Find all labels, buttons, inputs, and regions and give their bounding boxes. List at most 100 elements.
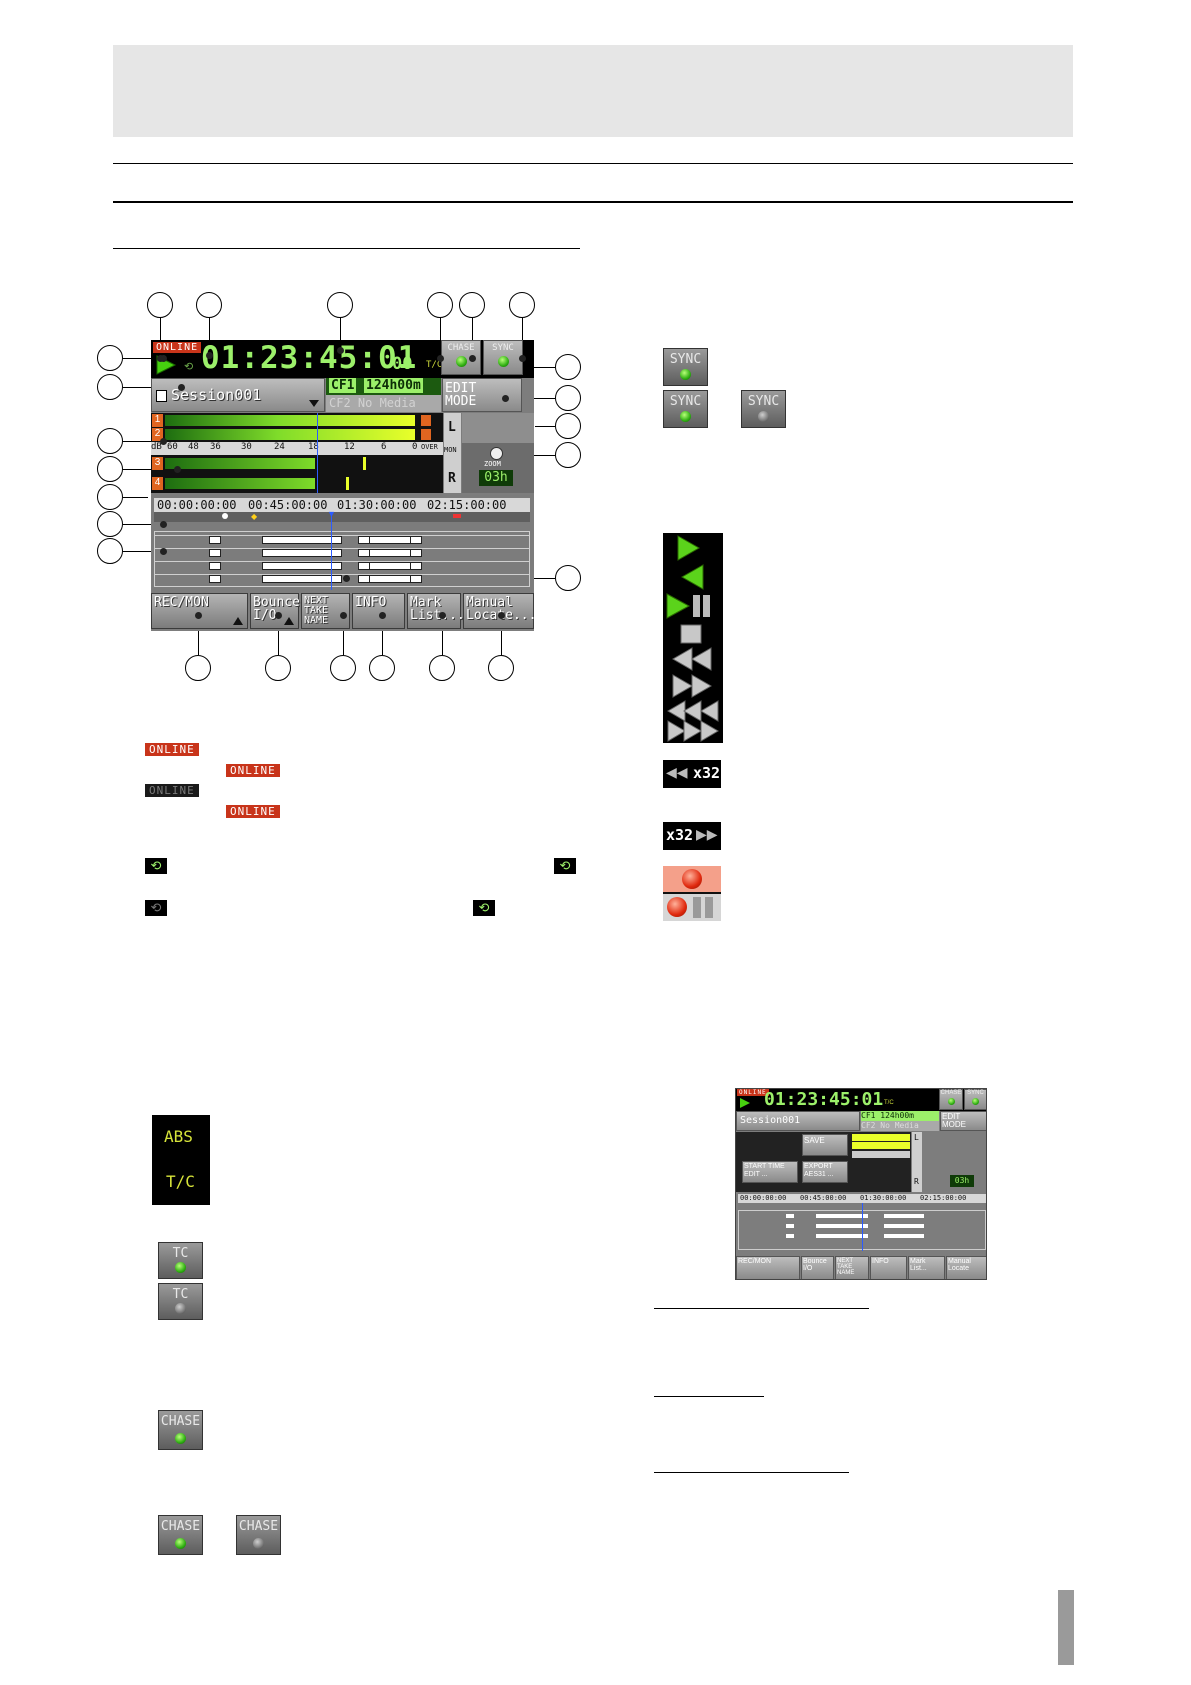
next-take-name-button[interactable]: NEXT TAKE NAME xyxy=(301,593,350,629)
mark-list-button[interactable]: Mark List... xyxy=(407,593,465,629)
rec-mon-button[interactable]: REC/MON xyxy=(151,593,248,629)
tc-mode-label: T/C xyxy=(426,360,443,370)
clip xyxy=(816,1224,868,1228)
mini-start-time-edit-button[interactable]: START TIME EDIT ... xyxy=(742,1161,798,1183)
edit-mode-line1: EDIT xyxy=(445,381,477,396)
pointer-dot xyxy=(174,466,181,473)
scale-6: 6 xyxy=(381,442,387,452)
mini-sync-button[interactable]: SYNC xyxy=(964,1089,986,1110)
callout-20 xyxy=(265,655,291,681)
repeat-on-icon: ⟲ xyxy=(554,858,576,874)
mini-save-button[interactable]: SAVE xyxy=(802,1134,848,1156)
led-on-icon xyxy=(174,1538,186,1549)
track-number-4: 4 xyxy=(152,477,163,490)
softkey-label: TAKE xyxy=(304,605,329,616)
mini-session-selector[interactable]: Session001 xyxy=(736,1111,860,1131)
callout-10 xyxy=(97,456,123,482)
clip xyxy=(786,1224,794,1228)
callout-24 xyxy=(488,655,514,681)
leader xyxy=(123,551,163,552)
pointer-dot xyxy=(160,355,167,362)
pointer-dot xyxy=(379,612,386,619)
sync-label: SYNC xyxy=(747,394,780,409)
page-header-band xyxy=(113,45,1073,137)
repeat-on-icon: ⟲ xyxy=(145,858,167,874)
mini-time-3: 01:30:00:00 xyxy=(860,1194,907,1202)
start-time-line1: START TIME xyxy=(744,1163,785,1170)
subheading-rule-2 xyxy=(654,1396,764,1397)
manual-locate-button[interactable]: Manual Locate... xyxy=(463,593,534,629)
page-side-tab xyxy=(1058,1590,1074,1665)
mini-manual-locate-button[interactable]: Manual Locate xyxy=(946,1256,986,1279)
zoom-value: 03h xyxy=(479,470,513,486)
softkey-label: Manual Locate xyxy=(948,1258,971,1272)
pointer-dot xyxy=(519,355,526,362)
repeat-icon: ⟲ xyxy=(184,361,194,373)
chase-on-icon: CHASE xyxy=(158,1410,203,1450)
recorder-home-screen: ONLINE ⟲ 01:23:45:01 00 T/C CHASE SYNC S… xyxy=(151,340,534,631)
edit-mode-button[interactable]: EDIT MODE xyxy=(442,378,522,412)
led-on-icon xyxy=(947,1098,955,1105)
scale-over: OVER xyxy=(421,443,438,451)
zoom-control[interactable]: ZOOM 03h xyxy=(462,443,534,493)
pointer-dot xyxy=(437,355,444,362)
scale-12: 12 xyxy=(344,442,355,452)
scale-0: 0 xyxy=(412,442,418,452)
mini-chase-button[interactable]: CHASE xyxy=(939,1089,963,1110)
mini-next-take-button[interactable]: NEXT TAKE NAME xyxy=(835,1256,869,1279)
timeline-time-2: 00:45:00:00 xyxy=(248,498,328,512)
mon-label: MON xyxy=(444,446,457,454)
scale-18: 18 xyxy=(308,442,319,452)
peak-hold-3 xyxy=(363,457,366,470)
mini-info-button[interactable]: INFO xyxy=(870,1256,907,1279)
clip xyxy=(410,562,422,570)
right-channel-label: R xyxy=(448,471,456,486)
timeline-time-3: 01:30:00:00 xyxy=(337,498,417,512)
leader xyxy=(123,441,163,442)
cf1-label: CF1 xyxy=(329,378,357,393)
sync-button[interactable]: SYNC xyxy=(483,340,523,375)
pointer-dot xyxy=(337,347,344,354)
callout-13 xyxy=(97,538,123,564)
pointer-dot xyxy=(160,548,167,555)
chase-led-icon xyxy=(455,356,467,367)
session-name: Session001 xyxy=(171,386,262,404)
callout-22 xyxy=(369,655,395,681)
scale-24: 24 xyxy=(274,442,285,452)
pointer-dot xyxy=(160,438,167,445)
timecode-display: 01:23:45:01 xyxy=(201,340,418,376)
bounce-io-button[interactable]: Bounce I/O xyxy=(250,593,300,629)
mini-edit-mode-button[interactable]: EDIT MODE xyxy=(940,1111,986,1131)
pointer-dot xyxy=(178,384,185,391)
timeline-ruler xyxy=(154,498,530,512)
chase-button[interactable]: CHASE xyxy=(441,340,481,375)
led-on-icon xyxy=(679,411,691,422)
leader xyxy=(123,524,163,525)
mini-export-button[interactable]: EXPORT AES31 ... xyxy=(802,1161,848,1183)
rew-speed-label: x32 xyxy=(693,764,721,782)
softkey-label: Bounce xyxy=(253,595,300,610)
mini-edit-line2: MODE xyxy=(942,1120,966,1129)
leader xyxy=(123,358,163,359)
softkey-label: NAME xyxy=(304,615,329,626)
meter-bar-3 xyxy=(165,458,315,469)
chase-label: CHASE xyxy=(160,1414,201,1429)
leader xyxy=(160,318,161,358)
info-button[interactable]: INFO xyxy=(352,593,405,629)
mini-bounce-button[interactable]: Bounce I/O xyxy=(801,1256,834,1279)
session-selector[interactable]: Session001 xyxy=(151,378,325,412)
softkey-label: I/O xyxy=(253,608,277,623)
over-indicator-1 xyxy=(421,415,431,426)
leader xyxy=(520,367,555,368)
triangle-icon xyxy=(284,617,294,625)
mini-edit-line1: EDIT xyxy=(942,1112,961,1121)
leader xyxy=(343,615,344,655)
mini-rec-mon-button[interactable]: REC/MON xyxy=(736,1256,800,1279)
mini-mark-list-button[interactable]: Mark List... xyxy=(908,1256,945,1279)
mini-play-icon xyxy=(740,1098,750,1108)
header-rule-bottom xyxy=(113,201,1073,203)
scale-36: 36 xyxy=(210,442,221,452)
callout-15 xyxy=(555,385,581,411)
mini-sync-label: SYNC xyxy=(967,1090,984,1096)
clip xyxy=(262,549,342,557)
